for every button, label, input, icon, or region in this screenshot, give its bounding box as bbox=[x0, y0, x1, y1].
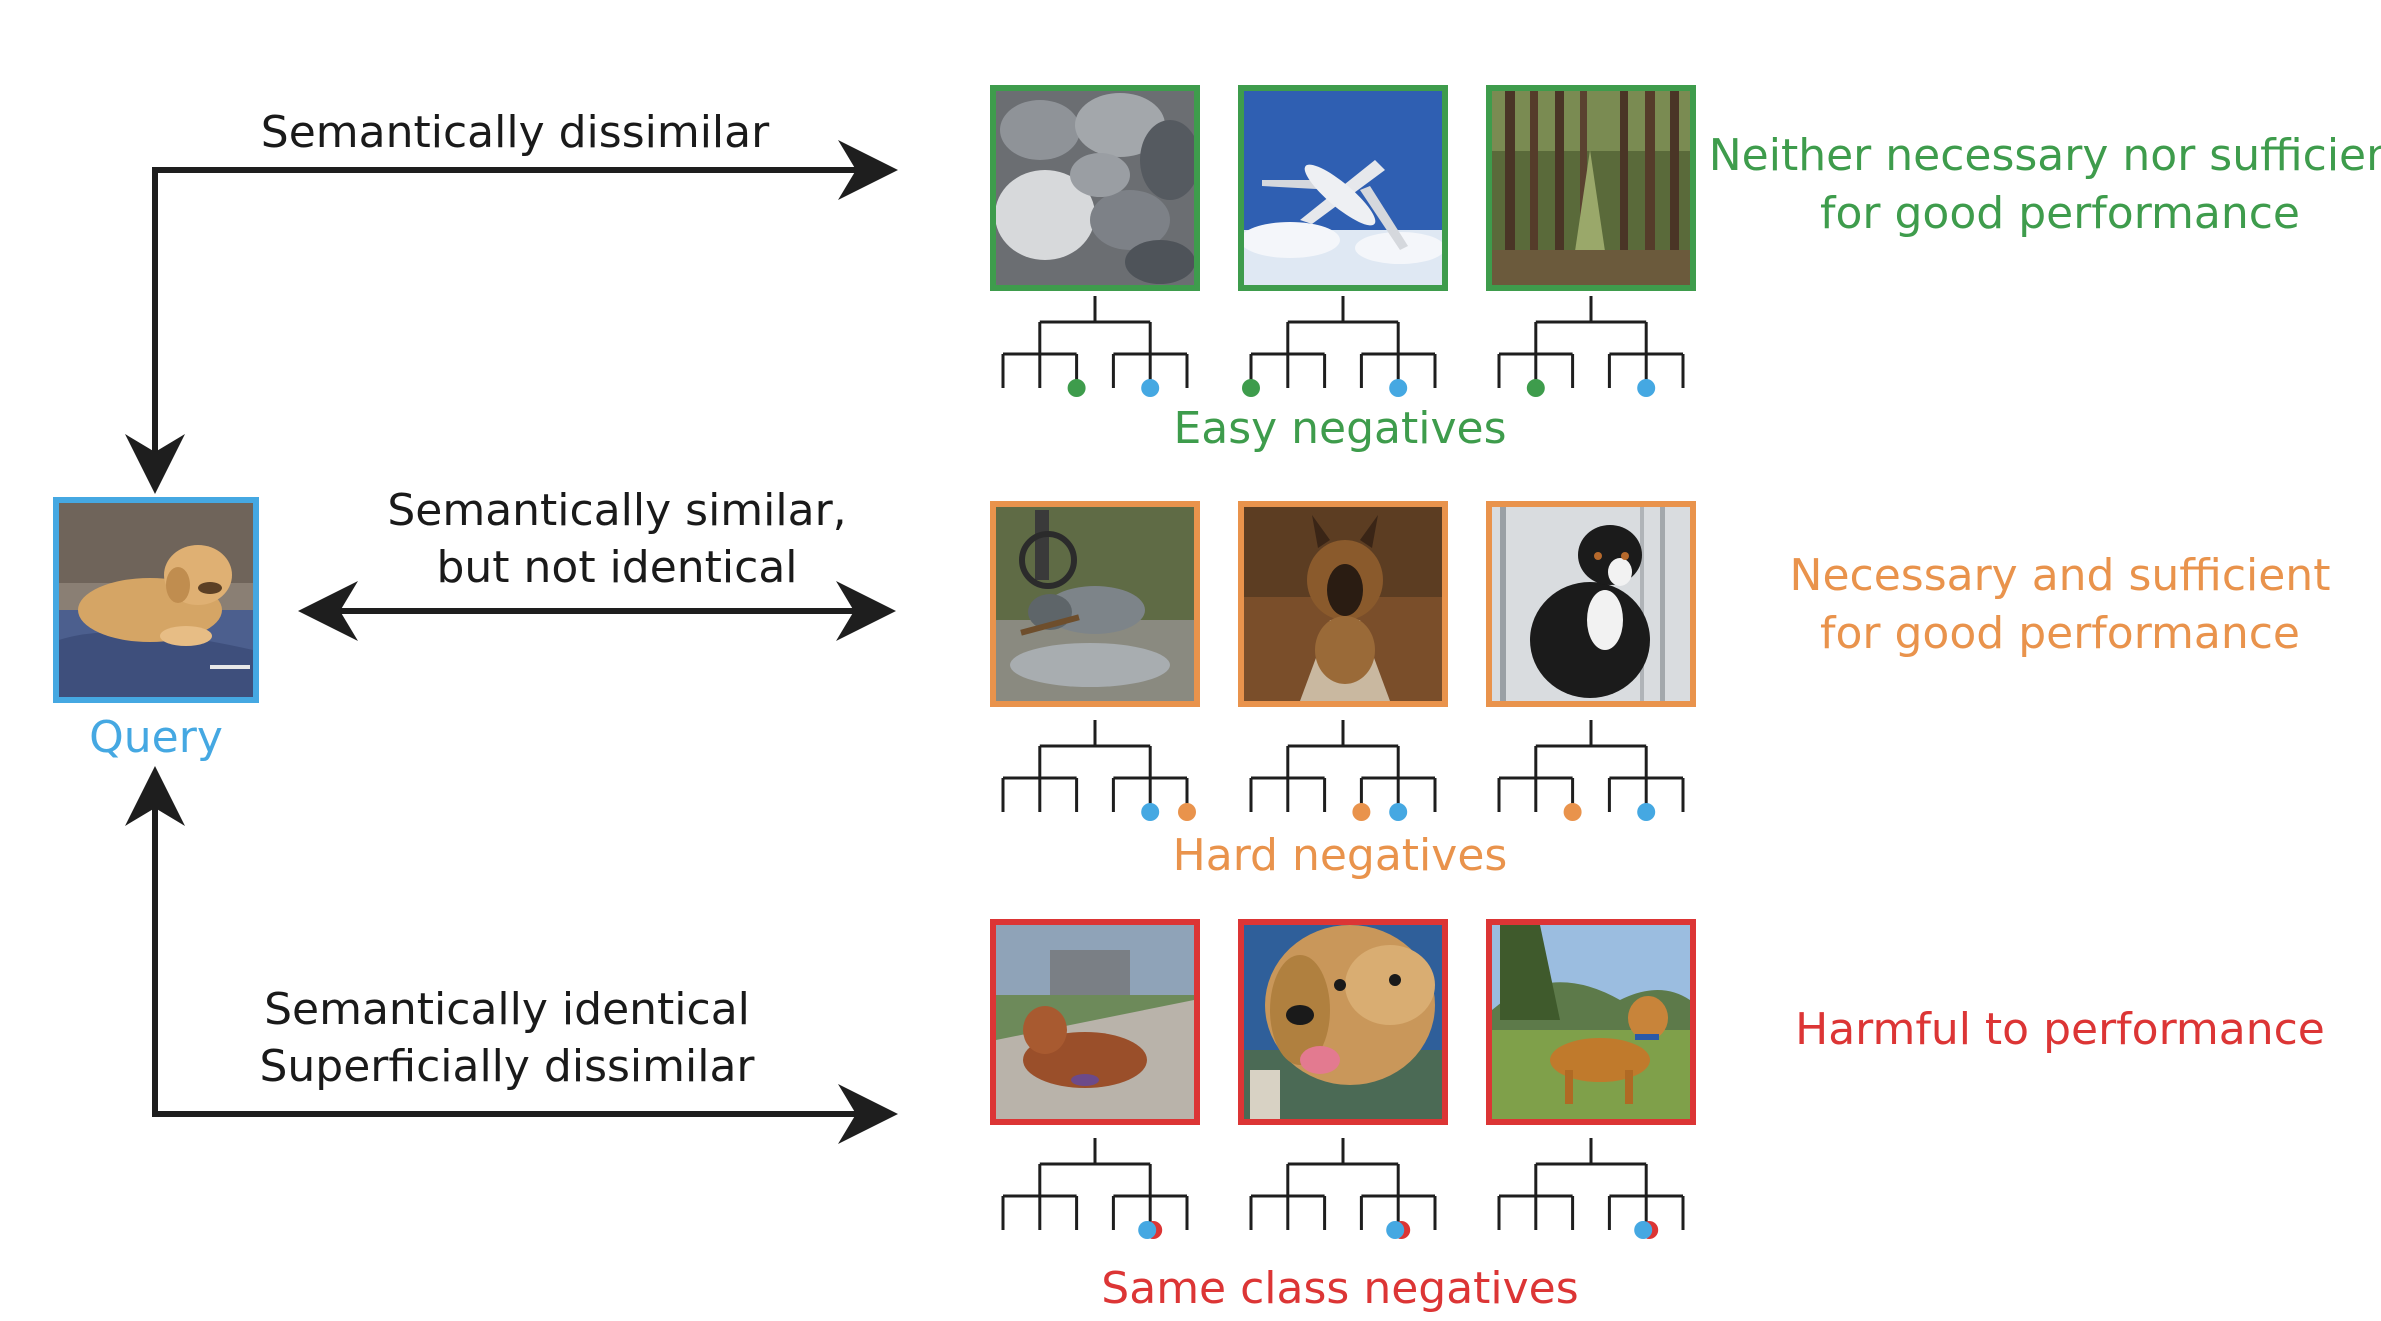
negative-leaf-marker bbox=[1563, 803, 1582, 821]
easy-image-frame-0 bbox=[990, 85, 1200, 291]
row-hard: Hard negatives Necessary and sufficient … bbox=[990, 501, 2331, 881]
easy-image-frame-2 bbox=[1486, 85, 1696, 291]
easy-image-airplane bbox=[1240, 91, 1445, 285]
negative-leaf-marker bbox=[1178, 803, 1196, 821]
same-class-negatives-label: Same class negatives bbox=[1101, 1263, 1578, 1314]
query-image-frame bbox=[53, 497, 259, 703]
hard-image-frame-1 bbox=[1238, 501, 1448, 707]
query-leaf-marker bbox=[1634, 1221, 1653, 1239]
query-leaf-marker bbox=[1389, 379, 1408, 397]
same-image-frame-2 bbox=[1486, 919, 1696, 1125]
arrow-bottom bbox=[125, 766, 898, 1144]
negative-leaf-marker bbox=[1352, 803, 1371, 821]
easy-tree-0 bbox=[1001, 296, 1189, 397]
same-image-retriever-sidewalk bbox=[996, 925, 1194, 1119]
row-easy: Easy negatives Neither necessary nor suf… bbox=[990, 85, 2381, 454]
arrow-bottom-label-line1: Semantically identical bbox=[264, 984, 750, 1035]
query-group: Query bbox=[53, 497, 259, 763]
hard-image-frame-0 bbox=[990, 501, 1200, 707]
easy-effect-line2: for good performance bbox=[1820, 188, 2300, 239]
query-leaf-marker bbox=[1637, 379, 1656, 397]
row-same: Same class negatives Harmful to performa… bbox=[990, 919, 2325, 1314]
query-leaf-marker bbox=[1141, 803, 1160, 821]
easy-effect-line1: Neither necessary nor sufficient bbox=[1709, 130, 2381, 181]
hard-image-aussie bbox=[996, 507, 1194, 701]
same-tree-2 bbox=[1497, 1138, 1685, 1239]
query-leaf-marker bbox=[1386, 1221, 1405, 1239]
negative-leaf-marker bbox=[1067, 379, 1086, 397]
hard-tree-2 bbox=[1497, 720, 1685, 821]
query-leaf-marker bbox=[1141, 379, 1160, 397]
query-leaf-marker bbox=[1637, 803, 1656, 821]
arrow-middle-label-line2: but not identical bbox=[436, 542, 797, 593]
easy-image-forest bbox=[1492, 91, 1690, 285]
query-label: Query bbox=[89, 712, 223, 763]
same-tree-0 bbox=[1001, 1138, 1189, 1239]
easy-image-stones bbox=[995, 91, 1200, 285]
hard-effect-line2: for good performance bbox=[1820, 608, 2300, 659]
hard-image-german-shepherd bbox=[1244, 507, 1442, 701]
arrow-top bbox=[125, 140, 898, 494]
query-leaf-marker bbox=[1389, 803, 1408, 821]
easy-image-frame-1 bbox=[1238, 85, 1448, 291]
hard-tree-0 bbox=[1001, 720, 1196, 821]
hard-negatives-label: Hard negatives bbox=[1173, 830, 1508, 881]
query-image-puppy bbox=[59, 503, 253, 697]
negative-leaf-marker bbox=[1242, 379, 1260, 397]
easy-negatives-label: Easy negatives bbox=[1173, 403, 1506, 454]
arrow-middle-label-line1: Semantically similar, bbox=[387, 485, 846, 536]
hard-effect-line1: Necessary and sufficient bbox=[1790, 550, 2331, 601]
same-image-frame-0 bbox=[990, 919, 1200, 1125]
same-image-frame-1 bbox=[1238, 919, 1448, 1125]
query-leaf-marker bbox=[1138, 1221, 1157, 1239]
same-image-retriever-closeup bbox=[1244, 925, 1442, 1119]
hard-tree-1 bbox=[1249, 720, 1437, 821]
negative-leaf-marker bbox=[1526, 379, 1545, 397]
hard-image-frame-2 bbox=[1486, 501, 1696, 707]
arrow-bottom-label-line2: Superficially dissimilar bbox=[259, 1041, 755, 1092]
hard-image-bernese bbox=[1492, 507, 1690, 701]
same-tree-1 bbox=[1249, 1138, 1437, 1239]
same-image-retriever-field bbox=[1492, 925, 1690, 1119]
easy-tree-2 bbox=[1497, 296, 1685, 397]
same-effect-line1: Harmful to performance bbox=[1795, 1004, 2325, 1055]
arrow-top-label: Semantically dissimilar bbox=[261, 107, 770, 158]
easy-tree-1 bbox=[1242, 296, 1437, 397]
